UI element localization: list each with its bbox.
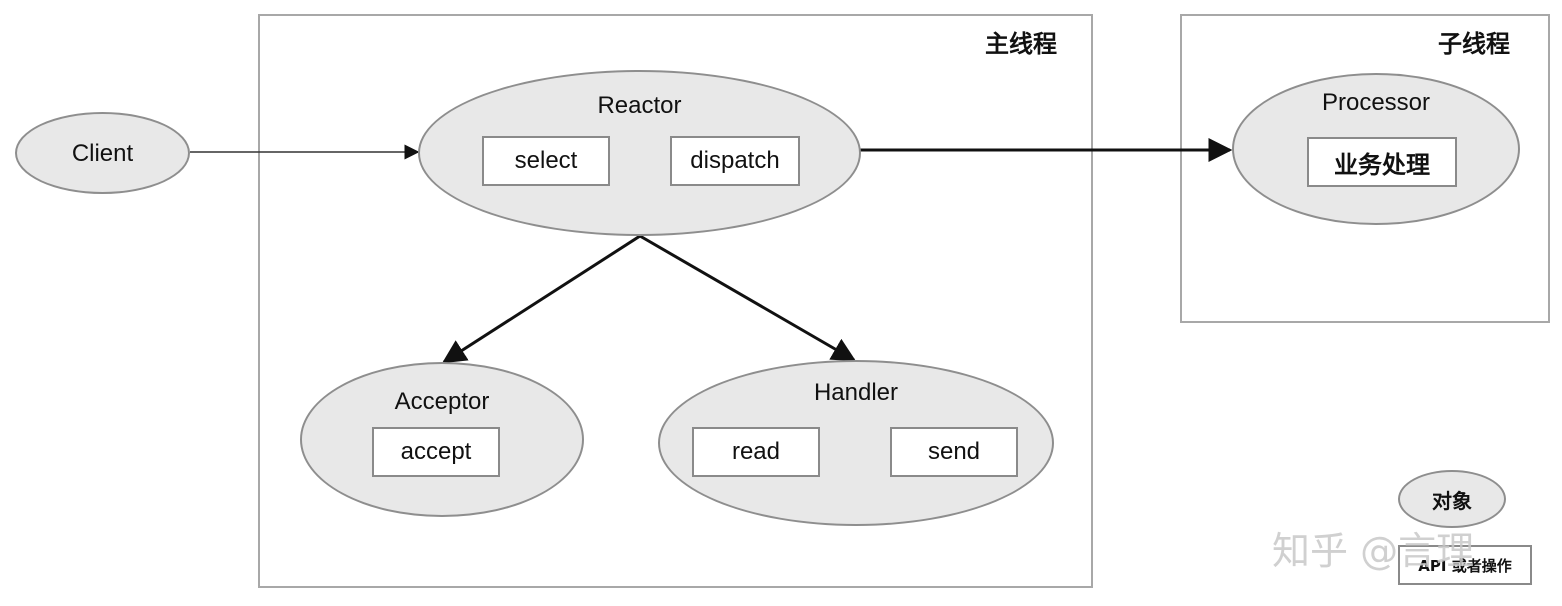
edge-reactor-acceptor [441,234,641,364]
reactor-op-dispatch: dispatch [670,136,800,186]
handler-op-send: send [890,427,1018,477]
main-thread-title: 主线程 [985,30,1057,58]
acceptor-label: Acceptor [394,388,490,415]
sub-thread-frame [1180,14,1550,323]
client-node [15,112,190,194]
client-label: Client [71,140,134,167]
handler-label: Handler [813,379,899,406]
handler-op-read: read [692,427,820,477]
legend-api-or-operation: API 或者操作 [1398,545,1532,585]
reactor-op-select: select [482,136,610,186]
processor-op-business: 业务处理 [1307,137,1457,187]
watermark-text: 知乎 @言理 [1272,529,1475,573]
reactor-label: Reactor [597,92,682,119]
acceptor-op-accept: accept [372,427,500,477]
main-thread-frame [258,14,1093,588]
edge-reactor-handler [639,234,857,362]
legend-object: 对象 [1398,470,1506,528]
processor-label: Processor [1321,89,1431,116]
sub-thread-title: 子线程 [1438,30,1510,58]
